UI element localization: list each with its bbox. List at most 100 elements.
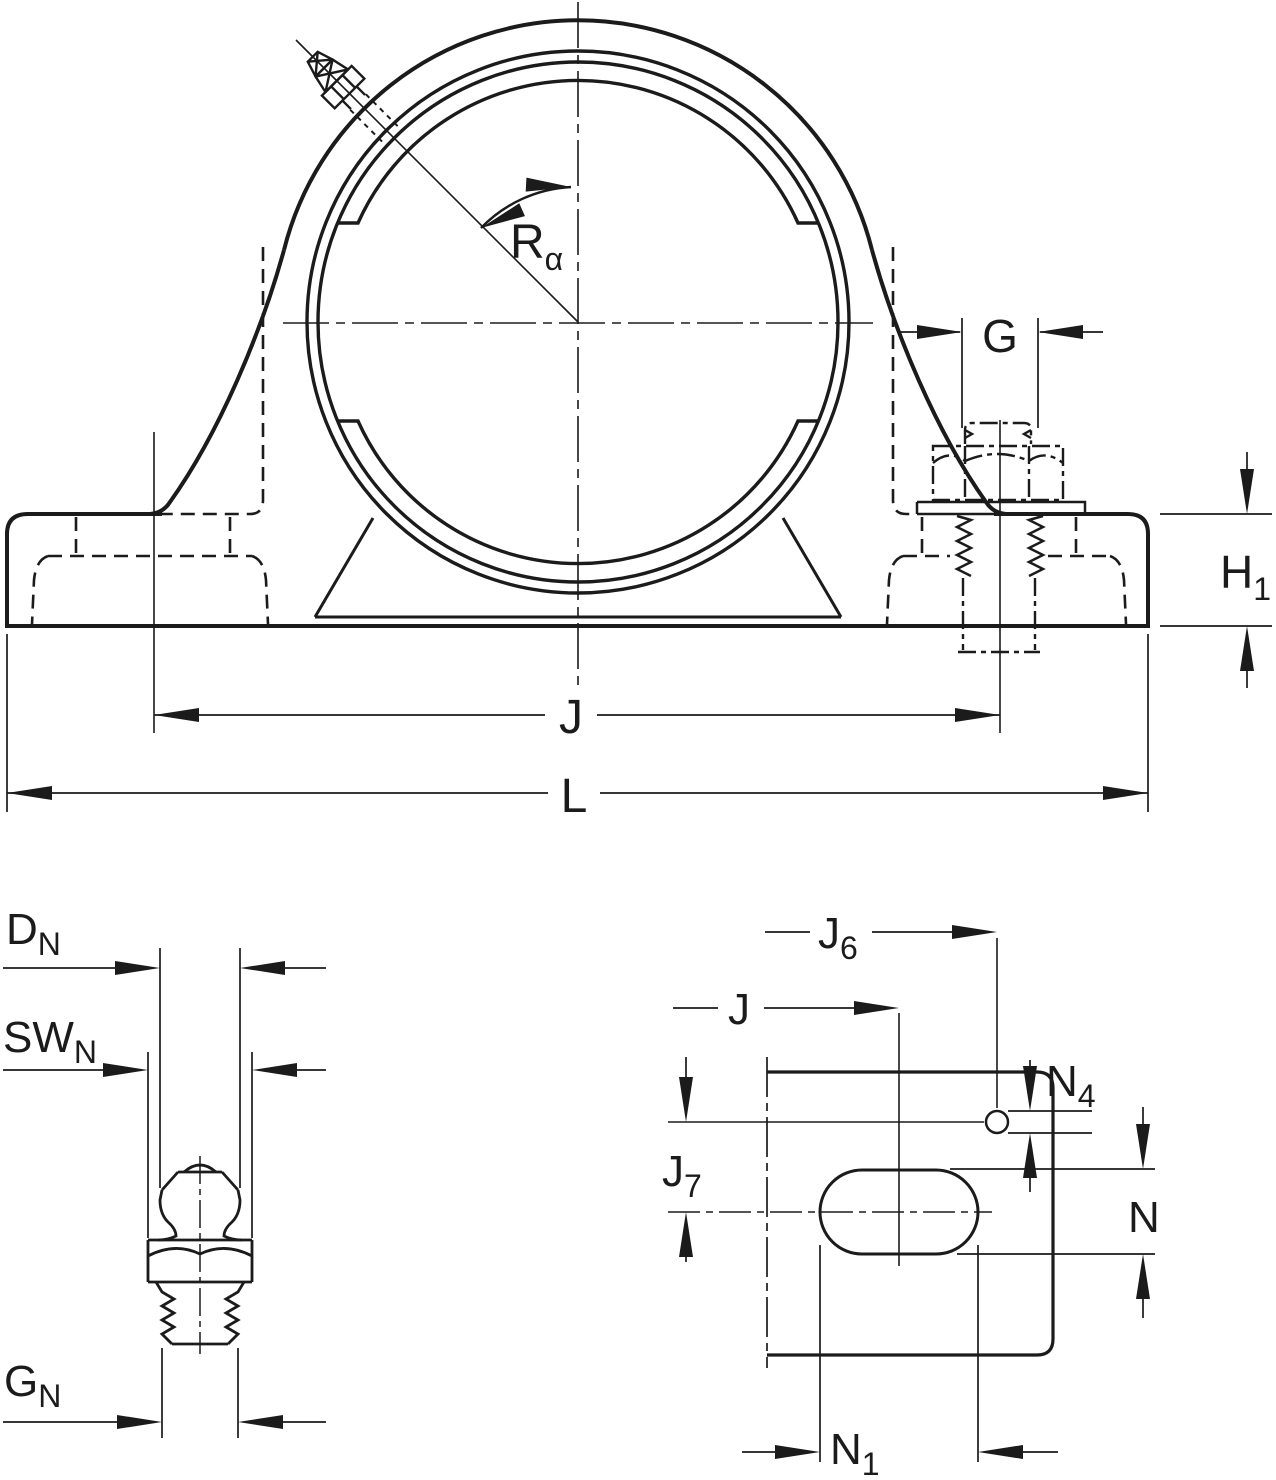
label-j: J (559, 691, 583, 744)
label-j-plan: J (728, 985, 750, 1034)
plan-outline (767, 1070, 1055, 1357)
base-outline (5, 512, 1150, 628)
front-dimensions (6, 177, 1272, 812)
label-n: N (1128, 1193, 1160, 1242)
housing-outline (5, 18, 1150, 628)
front-labels: Rα G H1 J L (510, 216, 1271, 823)
dn-arrow-right (240, 961, 285, 975)
gn-arrow-left (117, 1415, 162, 1429)
grease-fitting-neck (341, 85, 366, 110)
attachment-bolt (153, 420, 1087, 733)
n-arrow-bottom (1136, 1254, 1150, 1299)
bolt-thread-left (954, 514, 975, 578)
l-extension-lines (6, 634, 1149, 812)
seat-arc-bottom (337, 419, 819, 566)
washer (915, 500, 1087, 516)
gn-arrow-right (238, 1415, 283, 1429)
gusset-edges (313, 517, 843, 619)
radial-45deg-line (295, 39, 579, 323)
n-arrow-top (1136, 1124, 1150, 1169)
g-extension-lines (961, 318, 1039, 428)
base-plan-view: J6 J J7 N4 N N1 (662, 909, 1160, 1480)
dn-arrow-left (115, 961, 160, 975)
nipple-labels: DN SWN GN (3, 905, 97, 1414)
dowel-hole (984, 1109, 1010, 1135)
grease-fitting-thread (349, 93, 404, 148)
bore-outer-circle (305, 49, 851, 595)
g-arrow-left (917, 325, 962, 339)
label-h1: H1 (1220, 546, 1271, 607)
label-n4: N4 (1046, 1057, 1096, 1114)
j-arrow-left (154, 708, 199, 722)
r-alpha-arrow-right (525, 177, 571, 192)
plan-dimensions (673, 925, 1155, 1462)
grease-fitting (306, 50, 404, 148)
left-foot-recess-corners (30, 554, 270, 625)
l-arrow-right (1103, 786, 1148, 800)
g-arrow-right (1038, 325, 1083, 339)
left-leg-outer (149, 249, 286, 516)
grease-fitting-hex (320, 64, 367, 111)
n1-extension-lines (819, 1245, 979, 1462)
swn-extension-lines (147, 1052, 253, 1238)
bolt-solid-parts (915, 500, 1087, 578)
outer-arc (282, 18, 874, 251)
label-g: G (982, 310, 1018, 362)
stud-tip (963, 421, 1033, 444)
nipple-ball-left (157, 1189, 178, 1242)
right-foot-recess-corners (885, 554, 1128, 625)
gn-extension-lines (161, 1348, 239, 1438)
n1-arrow-right (978, 1445, 1023, 1459)
label-l: L (561, 770, 588, 823)
j7-arrow-bottom (679, 1212, 693, 1257)
label-gn: GN (4, 1357, 61, 1414)
left-leg-hidden (162, 247, 265, 516)
j7-arrow-top (679, 1077, 693, 1122)
bolt-body-lower (958, 578, 1040, 654)
hidden-lines (30, 247, 1128, 625)
nipple-hex (146, 1238, 254, 1284)
n-extension-lines (950, 1168, 1155, 1255)
h1-arrow-bottom (1240, 626, 1254, 671)
label-j7: J7 (662, 1147, 702, 1204)
front-centerlines (283, 2, 873, 688)
bolt-phantom (931, 421, 1065, 654)
bore-circles (305, 49, 851, 595)
n4-arrow-top (1023, 1066, 1037, 1111)
j-arrow-right (955, 708, 1000, 722)
nipple-dome (183, 1163, 217, 1174)
right-foot-recess (903, 517, 1110, 558)
n4-arrow-bottom (1023, 1133, 1037, 1178)
nipple-body (146, 1163, 254, 1346)
grease-nipple-detail: DN SWN GN (3, 905, 326, 1438)
nut-chamfer (932, 452, 1064, 464)
nipple-cap (160, 1170, 240, 1191)
label-dn: DN (6, 905, 61, 962)
label-swn: SWN (3, 1013, 97, 1070)
right-leg-hidden (891, 247, 917, 516)
dn-extension-lines (159, 948, 241, 1188)
seat-arc-top (337, 78, 819, 225)
h1-arrow-top (1240, 469, 1254, 514)
swn-arrow-left (103, 1063, 148, 1077)
plan-centerlines (668, 938, 998, 1266)
label-r-alpha: Rα (510, 216, 563, 277)
label-j6: J6 (818, 909, 858, 966)
n4-extension-lines (1008, 1110, 1092, 1134)
left-foot-recess (48, 517, 252, 558)
front-view: Rα G H1 J L (5, 2, 1272, 823)
j-plan-arrow (854, 1001, 899, 1015)
h1-extension-lines (1160, 513, 1272, 627)
right-leg-outer (870, 249, 1007, 516)
bolt-thread-right (1025, 514, 1046, 578)
nipple-thread-right (223, 1281, 246, 1345)
stud-thread-marks (964, 428, 1032, 440)
j6-arrow (952, 925, 997, 939)
nipple-thread-left (154, 1281, 177, 1345)
plan-labels: J6 J J7 N4 N N1 (662, 909, 1160, 1480)
nipple-dimensions (3, 948, 326, 1438)
bore-middle-circle (316, 60, 840, 584)
hex-nut (931, 444, 1065, 502)
